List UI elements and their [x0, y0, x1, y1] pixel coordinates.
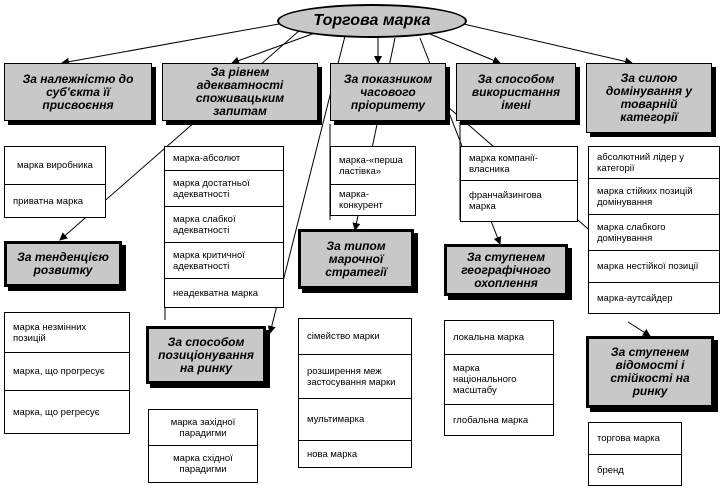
list-item: марка нестійкої позиції	[589, 251, 719, 283]
list-item: марка слабкого домінування	[589, 215, 719, 251]
list-item: марка, що регресує	[13, 406, 100, 418]
list-item: приватна марка	[13, 195, 84, 207]
list-item: марка компанії-власника	[461, 147, 577, 181]
list-item: марка-аутсайдер	[597, 292, 673, 304]
list-dominance: абсолютний лідер у категорії марка стійк…	[588, 146, 720, 314]
list-item: марка слабкої адекватності	[165, 207, 283, 243]
list-trend: марка незмінних позицій марка, що прогре…	[4, 312, 130, 434]
list-geography: локальна марка марка національного масшт…	[444, 320, 554, 436]
list-item: торгова марка	[589, 423, 681, 455]
list-item: франчайзингова марка	[469, 190, 542, 212]
list-positioning: марка західної парадигми марка східної п…	[148, 409, 258, 483]
list-item: неадекватна марка	[173, 287, 259, 299]
list-item: марка східної парадигми	[173, 453, 233, 475]
list-item: марка національного масштабу	[445, 355, 553, 405]
list-item: марка-«перша ластівка»	[331, 147, 415, 185]
list-item: нова марка	[307, 448, 358, 460]
category-trend: За тенденцією розвитку	[4, 241, 122, 287]
list-item: марка достатньої адекватності	[165, 171, 283, 207]
list-adequacy: марка-абсолют марка достатньої адекватно…	[164, 146, 284, 308]
category-time-priority: За показником часового пріоритету	[330, 63, 446, 121]
category-awareness: За ступенем відомості і стійкості на рин…	[586, 336, 714, 408]
list-item: бренд	[597, 464, 624, 476]
list-subject: марка виробника приватна марка	[4, 146, 106, 218]
list-item: марка незмінних позицій	[5, 313, 129, 353]
list-strategy: сімейство марки розширення меж застосува…	[298, 318, 412, 468]
list-item: розширення меж застосування марки	[299, 355, 411, 399]
list-item: марка, що прогресує	[5, 353, 129, 391]
category-dominance: За силою домінування у товарній категорі…	[586, 63, 712, 133]
list-item: марка західної парадигми	[149, 410, 257, 446]
root-node: Торгова марка	[277, 4, 467, 38]
list-name-use: марка компанії-власника франчайзингова м…	[460, 146, 578, 222]
list-item: марка критичної адекватності	[165, 243, 283, 279]
category-subject: За належністю до суб'єкта її присвоєння	[4, 63, 152, 121]
list-item: локальна марка	[445, 321, 553, 355]
list-item: марка-конкурент	[339, 189, 383, 211]
list-item: марка виробника	[5, 147, 105, 185]
list-item: марка-абсолют	[165, 147, 283, 171]
list-item: марка стійких позицій домінування	[589, 179, 719, 215]
category-geography: За ступенем географічного охоплення	[444, 244, 568, 296]
category-name-use: За способом використання імені	[456, 63, 576, 121]
list-item: сімейство марки	[299, 319, 411, 355]
list-item: абсолютний лідер у категорії	[589, 147, 719, 179]
root-title: Торгова марка	[313, 12, 431, 29]
list-item: глобальна марка	[453, 414, 529, 426]
list-time-priority: марка-«перша ластівка» марка-конкурент	[330, 146, 416, 216]
list-item: мультимарка	[299, 399, 411, 441]
category-positioning: За способом позиціонування на ринку	[146, 326, 266, 384]
category-strategy: За типом марочної стратегії	[298, 229, 414, 289]
category-adequacy: За рівнем адекватності споживацьким запи…	[162, 63, 318, 121]
list-awareness: торгова марка бренд	[588, 422, 682, 486]
